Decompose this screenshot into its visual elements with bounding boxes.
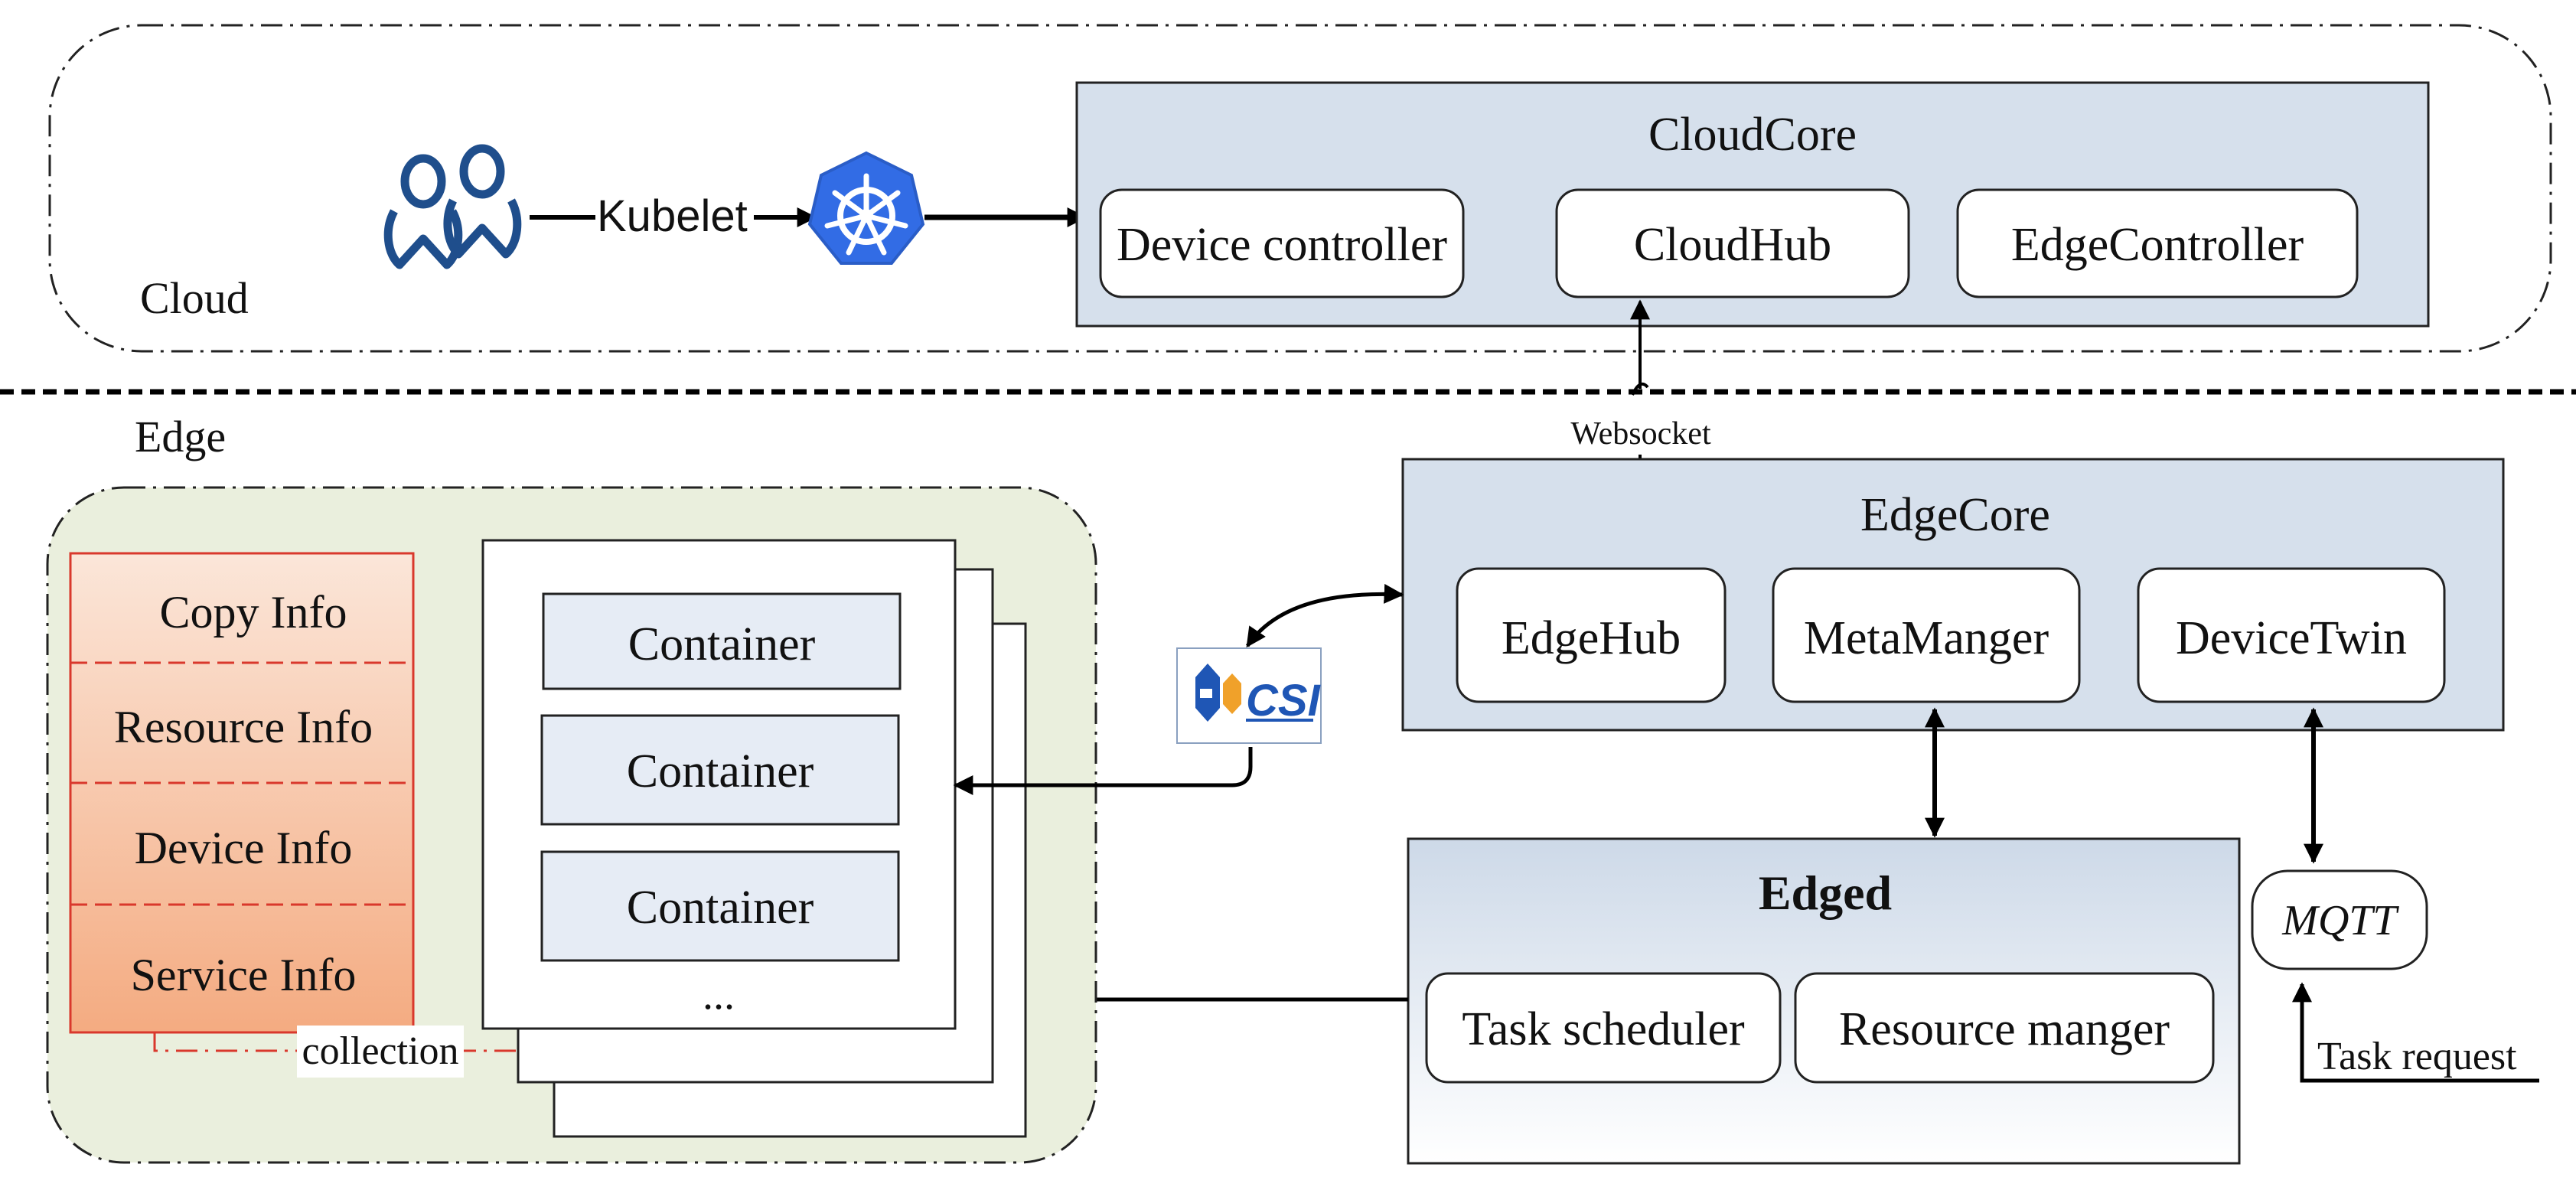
task-request-line	[2292, 982, 2539, 1083]
devicetwin-box	[2137, 567, 2446, 703]
metamanger-box	[1772, 567, 2081, 703]
container-box-3	[540, 850, 900, 962]
container-label-1: Container	[628, 618, 816, 670]
task-request-label: Task request	[2317, 1035, 2517, 1078]
device-controller-label: Device controller	[1117, 219, 1447, 271]
edgecore-title: EdgeCore	[1860, 489, 2050, 541]
mqtt-box	[2251, 869, 2428, 970]
mqtt-label: MQTT	[2281, 897, 2399, 944]
copy-info-label: Copy Info	[160, 587, 347, 638]
kubernetes-helm-icon	[807, 151, 925, 265]
edge-region-label: Edge	[135, 412, 226, 461]
edgehub-box	[1456, 567, 1727, 703]
users-icon	[383, 144, 522, 269]
info-stack	[69, 552, 415, 1034]
metamanger-label: MetaManger	[1804, 612, 2049, 664]
edgecontroller-box	[1956, 188, 2359, 298]
container-box-2	[540, 714, 900, 826]
cloud-region-label: Cloud	[140, 273, 249, 323]
service-info-label: Service Info	[131, 950, 357, 1000]
cloud-region	[48, 24, 2552, 353]
device-controller-box	[1099, 188, 1465, 298]
csi-edgecore-arrow	[1245, 583, 1404, 648]
cloudhub-label: CloudHub	[1634, 219, 1831, 271]
device-info-label: Device Info	[135, 823, 353, 873]
task-scheduler-label: Task scheduler	[1462, 1003, 1745, 1055]
edgecontroller-label: EdgeController	[2011, 219, 2304, 271]
resource-info-label: Resource Info	[114, 702, 373, 752]
cloudcore-title: CloudCore	[1648, 109, 1857, 161]
container-label-2: Container	[627, 745, 814, 797]
collection-label: collection	[302, 1029, 458, 1073]
csi-logo: CSI	[1176, 647, 1322, 744]
kubelet-label: Kubelet	[597, 191, 748, 241]
container-label-3: Container	[627, 882, 814, 934]
websocket-label: Websocket	[1570, 416, 1711, 452]
devicetwin-label: DeviceTwin	[2176, 612, 2407, 664]
resource-manger-box	[1794, 972, 2215, 1084]
containers-more-label: ...	[703, 971, 735, 1019]
edged-title: Edged	[1759, 866, 1892, 920]
cloudhub-box	[1555, 188, 1910, 298]
container-box-1	[542, 592, 902, 690]
task-scheduler-box	[1425, 972, 1782, 1084]
csi-to-pods-arrow	[953, 747, 1253, 795]
resource-manger-label: Resource manger	[1839, 1003, 2170, 1055]
websocket-break-mark	[1631, 382, 1649, 396]
edgehub-label: EdgeHub	[1502, 612, 1681, 664]
csi-text: CSI	[1246, 676, 1322, 726]
